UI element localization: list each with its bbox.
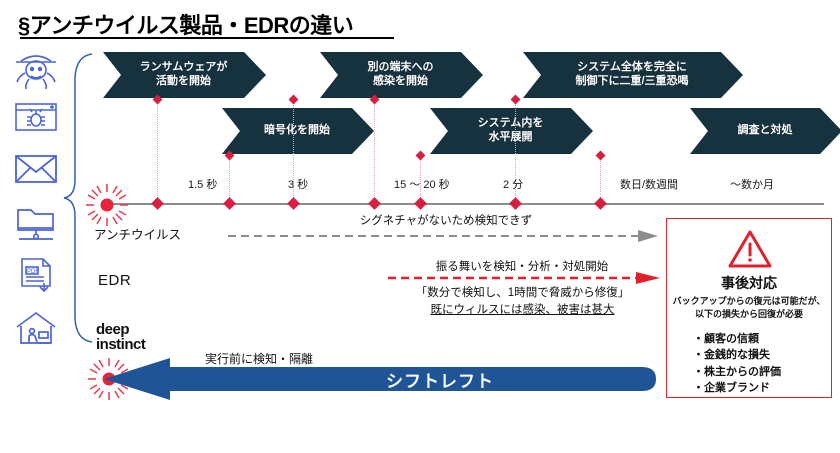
timeline-marker-4 — [368, 197, 381, 210]
antivirus-row-label: アンチウイルス — [94, 228, 182, 242]
threat-vector-icon-column: PDF — [8, 48, 68, 348]
timeline-label-2: 3 秒 — [288, 179, 309, 191]
timeline-marker-6 — [509, 197, 522, 210]
banner-bottom-3-text: 調査と対処 — [737, 124, 793, 137]
banner-bottom-1: 暗号化を開始 — [222, 108, 374, 154]
banner-marker-2 — [288, 94, 299, 105]
envelope-icon — [8, 152, 64, 196]
tick-connector-4 — [374, 98, 376, 202]
tick-connector-1 — [157, 98, 159, 202]
list-item: 顧客の信頼 — [693, 331, 781, 347]
edr-caption-top: 振る舞いを検知・分析・対処開始 — [435, 261, 609, 273]
antivirus-caption: シグネチャがないため検知できず — [359, 215, 533, 227]
tick-connector-6 — [515, 98, 517, 202]
timeline-axis — [104, 203, 824, 205]
banner-top-3: システム全体を完全に 制御下に二重/三重恐喝 — [523, 52, 743, 98]
banner-bottom-2-text: システム内を 水平展開 — [477, 117, 544, 143]
grouping-brace — [63, 53, 93, 343]
tick-connector-3 — [293, 98, 295, 202]
banner-marker-7 — [595, 150, 606, 161]
infection-burst-antivirus-icon — [86, 184, 128, 226]
list-item: 株主からの評価 — [693, 364, 781, 380]
banner-top-1: ランサムウェアが 活動を開始 — [103, 52, 266, 98]
tick-connector-5 — [420, 154, 422, 202]
timeline-marker-3 — [287, 197, 300, 210]
banner-top-3-text: システム全体を完全に 制御下に二重/三重恐喝 — [575, 61, 689, 87]
banner-top-2-text: 別の端末への 感染を開始 — [367, 61, 434, 87]
timeline-label-3: 15 〜 20 秒 — [394, 179, 450, 191]
post-incident-alert-box: 事後対応 バックアップからの復元は可能だが、 以下の損失から回復が必要 顧客の信… — [666, 218, 832, 398]
browser-bug-icon — [8, 100, 64, 144]
antivirus-dashed-arrow — [228, 230, 658, 242]
shift-left-caption: 実行前に検知・隔離 — [205, 352, 314, 366]
shift-left-arrow-label: シフトレフト — [386, 372, 494, 391]
shift-left-arrow — [104, 358, 656, 400]
title-underline — [20, 37, 394, 39]
list-item: 企業ブランド — [693, 380, 781, 396]
edr-red-arrow — [388, 272, 660, 284]
timeline-label-4: 2 分 — [503, 179, 524, 191]
timeline-marker-2 — [223, 197, 236, 210]
tick-connector-2 — [229, 154, 231, 202]
banner-marker-6 — [510, 94, 521, 105]
banner-top-2: 別の端末への 感染を開始 — [320, 52, 483, 98]
edr-caption-quote: 「数分で検知し、1時間で脅威から修復」 — [415, 287, 630, 299]
hacker-icon — [8, 48, 64, 92]
deep-instinct-logo-line2: instinct — [96, 336, 146, 353]
warning-triangle-icon — [728, 230, 772, 268]
banner-marker-5 — [415, 150, 426, 161]
alert-box-loss-list: 顧客の信頼 金銭的な損失 株主からの評価 企業ブランド — [693, 331, 781, 396]
alert-box-subtitle: バックアップからの復元は可能だが、 以下の損失から回復が必要 — [672, 296, 826, 320]
edr-caption-warning: 既にウィルスには感染、被害は甚大 — [430, 304, 615, 316]
deep-instinct-logo: deep instinct — [96, 321, 146, 353]
svg-text:PDF: PDF — [27, 269, 39, 275]
tick-connector-7 — [600, 154, 602, 202]
timeline-label-1: 1.5 秒 — [188, 179, 218, 191]
timeline-marker-5 — [414, 197, 427, 210]
home-office-icon — [8, 310, 64, 354]
pdf-download-icon: PDF — [8, 256, 64, 300]
banner-bottom-3: 調査と対処 — [690, 108, 840, 154]
edr-row-label: EDR — [98, 272, 132, 289]
banner-bottom-1-text: 暗号化を開始 — [264, 124, 330, 137]
folder-network-icon — [8, 204, 64, 248]
banner-top-1-text: ランサムウェアが 活動を開始 — [139, 61, 228, 87]
timeline-label-6: 〜数か月 — [730, 179, 774, 191]
banner-bottom-2: システム内を 水平展開 — [430, 108, 593, 154]
list-item: 金銭的な損失 — [693, 347, 781, 363]
timeline-marker-7 — [594, 197, 607, 210]
deep-instinct-logo-line1: deep — [96, 321, 130, 338]
timeline-marker-1 — [151, 197, 164, 210]
timeline-label-5: 数日/数週間 — [620, 179, 679, 191]
page-title: §アンチウイルス製品・EDRの違い — [18, 13, 354, 38]
alert-box-title: 事後対応 — [721, 275, 777, 291]
